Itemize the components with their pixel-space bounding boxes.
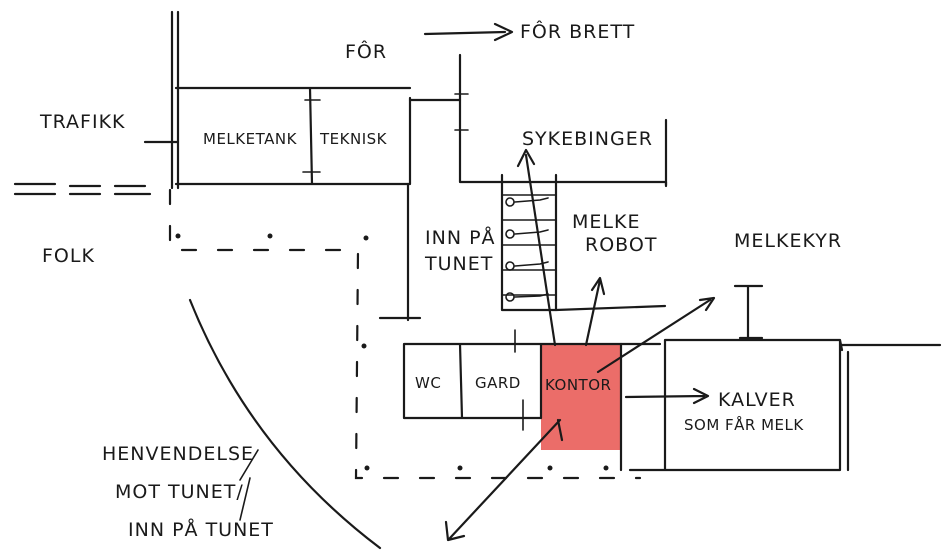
corridor-wall	[378, 98, 462, 322]
label-inn-pa-tunet: INN PÅ TUNET	[128, 518, 274, 541]
cow-icons	[505, 197, 549, 302]
label-inn-pa: INN PÅ	[425, 226, 496, 249]
melkekyr-wall	[554, 304, 942, 472]
sykebinger-arrow	[516, 148, 557, 347]
robot-arrow	[584, 276, 606, 347]
label-melketank: MELKETANK	[203, 130, 298, 148]
robot-stalls	[500, 173, 558, 312]
label-traffikk: TRAFIKK	[39, 111, 126, 133]
label-wc: WC	[415, 374, 441, 392]
yard-boundary	[168, 188, 642, 480]
entrance-arrow	[444, 418, 562, 542]
label-henvendelse: HENVENDELSE	[102, 443, 254, 465]
kalver-arrow	[624, 387, 710, 405]
label-melke: MELKE	[572, 211, 640, 233]
henvendelse-slash	[239, 449, 259, 521]
label-melkekyr: MELKEKYR	[734, 230, 842, 252]
label-robot: ROBOT	[585, 234, 657, 256]
for-wall	[458, 53, 668, 187]
traffic-dashes	[13, 182, 152, 196]
melketank-tick	[302, 99, 321, 173]
kontor-wall	[556, 342, 623, 472]
label-sykebinger: SYKEBINGER	[522, 128, 653, 150]
label-teknisk: TEKNISK	[319, 130, 388, 148]
stall-lines	[501, 194, 557, 296]
label-for-brett: FÔR BRETT	[520, 19, 635, 43]
approach-curve	[188, 298, 382, 550]
left-wall	[170, 10, 180, 190]
service-row-tick	[514, 329, 524, 431]
melkekyr-arrow	[596, 296, 716, 374]
label-som-far-melk: SOM FÅR MELK	[684, 415, 804, 434]
for-tick	[454, 93, 469, 131]
boundary-dots	[175, 233, 609, 471]
label-kalver: KALVER	[718, 389, 796, 411]
label-kontor: KONTOR	[545, 376, 611, 394]
label-mot-tunet: MOT TUNET/	[115, 481, 244, 503]
label-tunet: TUNET	[424, 253, 493, 275]
kontor-highlight	[541, 345, 621, 450]
for-brett-arrow	[423, 22, 514, 42]
label-gard: GARD	[475, 374, 521, 392]
label-folk: FOLK	[42, 245, 95, 267]
melketank-block	[174, 86, 412, 186]
label-for: FÔR	[345, 39, 387, 63]
melkekyr-tick	[733, 284, 764, 340]
service-row	[402, 342, 662, 420]
